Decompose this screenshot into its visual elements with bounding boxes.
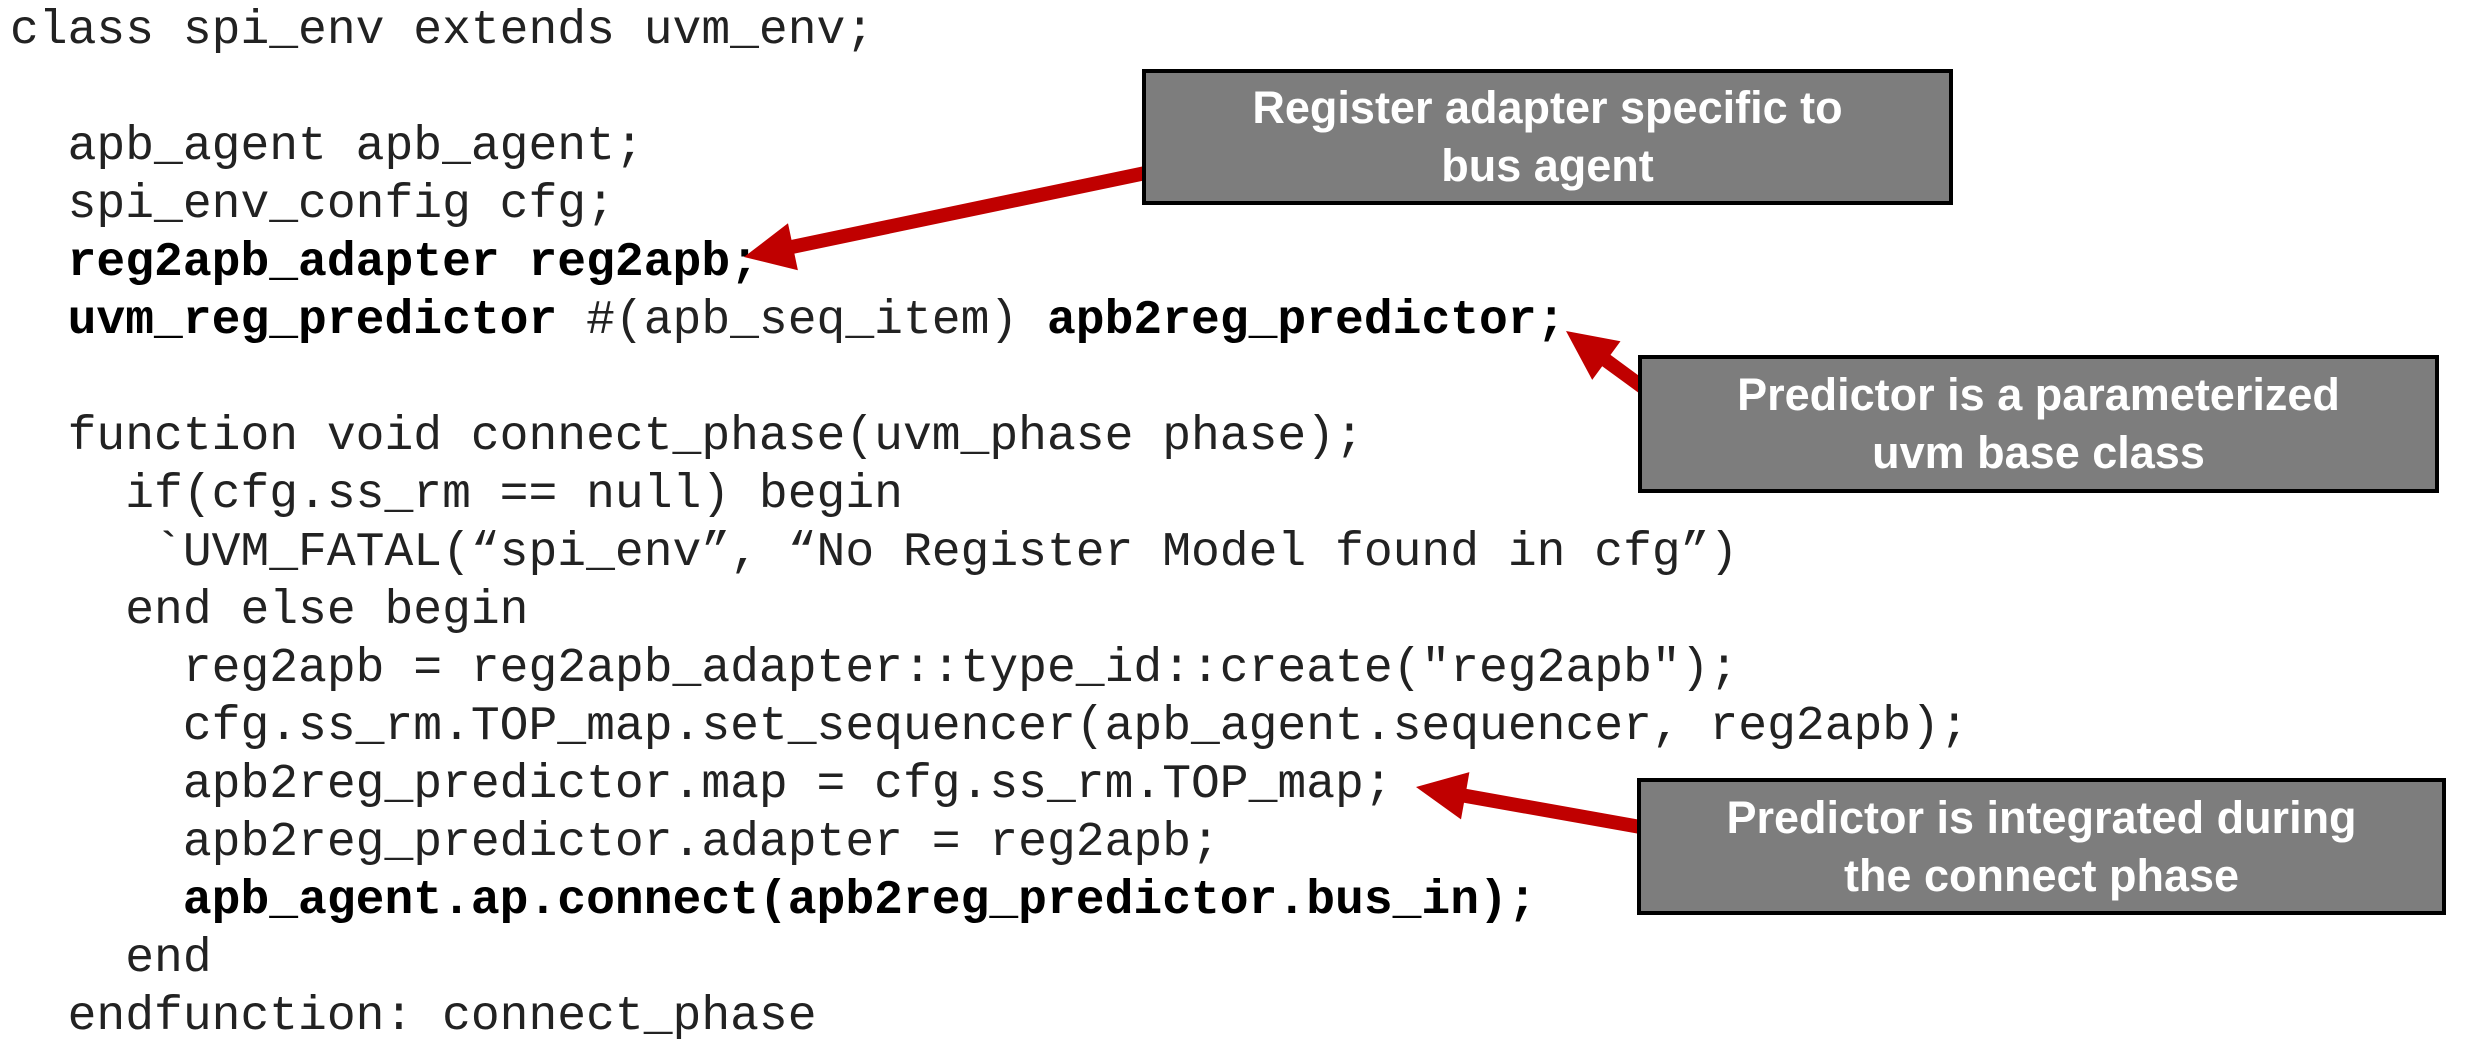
code-segment-bold: apb2reg_predictor;	[1046, 294, 1566, 348]
code-line: `UVM_FATAL(“spi_env”, “No Register Model…	[10, 524, 1969, 582]
code-segment	[10, 294, 68, 348]
code-segment: function void connect_phase(uvm_phase ph…	[10, 410, 1364, 464]
code-segment: apb2reg_predictor.map = cfg.ss_rm.TOP_ma…	[10, 758, 1393, 812]
callout-text-line: Predictor is a parameterized	[1737, 369, 2340, 420]
code-line: reg2apb_adapter reg2apb;	[10, 234, 1969, 292]
callout-text-line: Register adapter specific to	[1252, 82, 1843, 133]
callout-text-line: the connect phase	[1843, 849, 2240, 901]
code-line: reg2apb = reg2apb_adapter::type_id::crea…	[10, 640, 1969, 698]
code-line: apb_agent.ap.connect(apb2reg_predictor.b…	[10, 872, 1969, 930]
code-segment: reg2apb = reg2apb_adapter::type_id::crea…	[10, 642, 1739, 696]
callout-register-adapter: Register adapter specific to bus agent	[1142, 69, 1953, 205]
code-segment: if(cfg.ss_rm == null) begin	[10, 468, 903, 522]
code-segment: #(apb_seq_item)	[557, 294, 1047, 348]
code-segment-bold: reg2apb_adapter reg2apb;	[67, 236, 759, 290]
code-segment: end else begin	[10, 584, 529, 638]
code-segment: apb_agent apb_agent;	[10, 120, 644, 174]
code-line: endfunction: connect_phase	[10, 988, 1969, 1046]
callout-text-line: bus agent	[1441, 140, 1654, 191]
code-segment-bold: apb_agent.ap.connect(apb2reg_predictor.b…	[182, 874, 1537, 928]
code-segment	[10, 874, 183, 928]
callout-text-line: uvm base class	[1872, 427, 2205, 478]
code-block: class spi_env extends uvm_env; apb_agent…	[10, 2, 1969, 1046]
code-line: uvm_reg_predictor #(apb_seq_item) apb2re…	[10, 292, 1969, 350]
callout-predictor-parameterized: Predictor is a parameterized uvm base cla…	[1638, 355, 2439, 493]
callout-predictor-integrated: Predictor is integrated during the connec…	[1637, 778, 2446, 915]
code-segment: endfunction: connect_phase	[10, 990, 817, 1044]
code-segment: apb2reg_predictor.adapter = reg2apb;	[10, 816, 1220, 870]
code-segment-bold: uvm_reg_predictor	[67, 294, 558, 348]
callout-text-line: Predictor is integrated during	[1726, 791, 2357, 843]
code-line: function void connect_phase(uvm_phase ph…	[10, 408, 1969, 466]
code-segment: end	[10, 932, 212, 986]
code-segment: class spi_env extends uvm_env;	[10, 4, 875, 58]
code-line: apb2reg_predictor.map = cfg.ss_rm.TOP_ma…	[10, 756, 1969, 814]
code-segment	[10, 236, 68, 290]
code-line: end	[10, 930, 1969, 988]
code-line: class spi_env extends uvm_env;	[10, 2, 1969, 60]
code-line: apb2reg_predictor.adapter = reg2apb;	[10, 814, 1969, 872]
code-line: if(cfg.ss_rm == null) begin	[10, 466, 1969, 524]
code-segment: cfg.ss_rm.TOP_map.set_sequencer(apb_agen…	[10, 700, 1969, 754]
code-line: cfg.ss_rm.TOP_map.set_sequencer(apb_agen…	[10, 698, 1969, 756]
code-line: spi_env_config cfg;	[10, 176, 1969, 234]
code-segment: `UVM_FATAL(“spi_env”, “No Register Model…	[10, 526, 1739, 580]
code-line: apb_agent apb_agent;	[10, 118, 1969, 176]
code-line: end else begin	[10, 582, 1969, 640]
code-segment: spi_env_config cfg;	[10, 178, 615, 232]
